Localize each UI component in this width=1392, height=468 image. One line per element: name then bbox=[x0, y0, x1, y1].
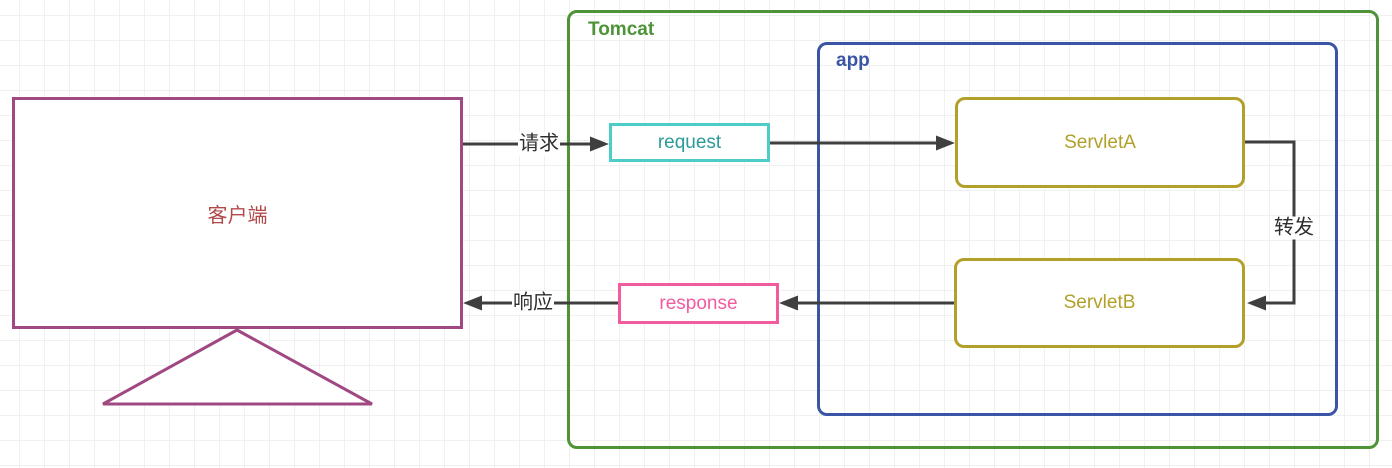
response-edge-label: 响应 bbox=[512, 291, 554, 315]
app-container-label: app bbox=[836, 50, 870, 71]
request-node-label: request bbox=[657, 131, 722, 153]
client-monitor-stand-icon bbox=[102, 328, 373, 406]
servlet-b-node-label: ServletB bbox=[1063, 292, 1136, 313]
response-node: response bbox=[618, 283, 779, 324]
servlet-a-node-label: ServletA bbox=[1064, 131, 1136, 153]
tomcat-container-label: Tomcat bbox=[588, 19, 655, 40]
request-node: request bbox=[609, 123, 770, 162]
app-container: app bbox=[817, 42, 1338, 416]
response-node-label: response bbox=[659, 292, 738, 314]
tomcat-container: Tomcat bbox=[567, 10, 1379, 449]
servlet-b-node: ServletB bbox=[954, 258, 1245, 348]
servlet-a-node: ServletA bbox=[955, 97, 1245, 188]
client-node-label: 客户端 bbox=[207, 204, 268, 227]
forward-edge-label: 转发 bbox=[1273, 216, 1315, 240]
request-edge-label: 请求 bbox=[518, 132, 560, 156]
client-node: 客户端 bbox=[12, 97, 463, 329]
